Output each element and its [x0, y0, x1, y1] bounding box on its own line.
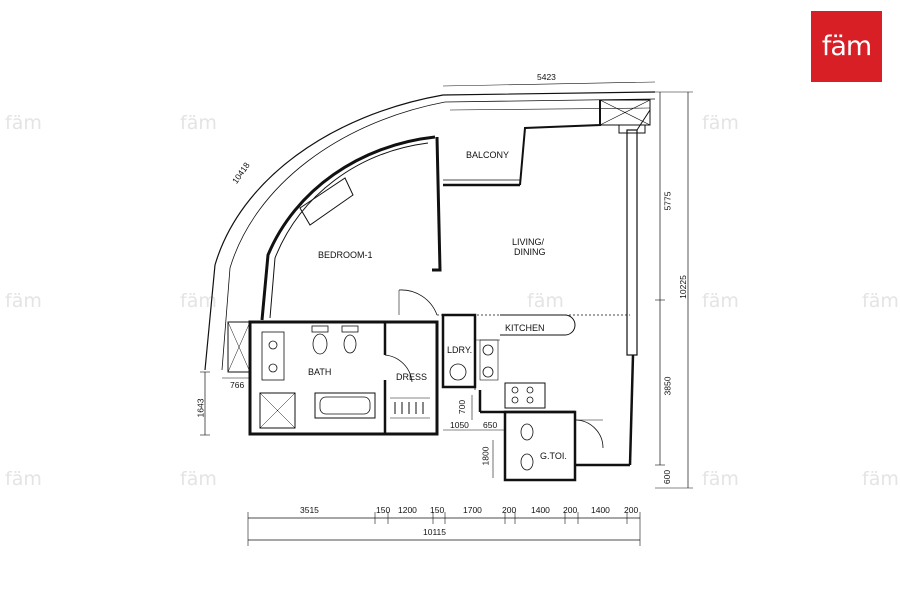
- dimension-650: 650: [483, 420, 498, 430]
- watermark: fäm: [5, 468, 42, 490]
- dimension-bottom-segment: 150: [376, 505, 391, 515]
- dimension-bottom-segment: 150: [430, 505, 445, 515]
- dimension-right-lower: 600: [662, 469, 673, 485]
- room-label-bedroom: BEDROOM-1: [318, 250, 373, 260]
- watermark: fäm: [702, 468, 739, 490]
- room-label-dining: DINING: [514, 247, 546, 257]
- dimension-1050: 1050: [450, 420, 469, 430]
- watermark: fäm: [527, 290, 564, 312]
- room-label-balcony: BALCONY: [466, 150, 510, 160]
- room-label-guest-toilet: G.TOI.: [540, 451, 567, 461]
- dimension-bottom-segment: 200: [563, 505, 578, 515]
- watermark: fäm: [702, 290, 739, 312]
- brand-logo-text: fäm: [821, 31, 872, 62]
- dimension-bottom-segment: 3515: [300, 505, 319, 515]
- brand-logo: fäm: [811, 11, 882, 82]
- watermark: fäm: [180, 112, 217, 134]
- room-label-kitchen: KITCHEN: [505, 323, 545, 333]
- dimension-bottom-segment: 200: [624, 505, 639, 515]
- watermark: fäm: [862, 468, 899, 490]
- dimension-top: 5423: [537, 72, 556, 82]
- dimension-right-mid: 3850: [662, 376, 673, 396]
- dimension-right-total: 10225: [677, 275, 688, 299]
- dimension-left-small: 766: [230, 380, 245, 390]
- dimension-1800: 1800: [480, 446, 491, 466]
- watermark: fäm: [180, 290, 217, 312]
- room-label-laundry: LDRY.: [447, 345, 473, 355]
- dimension-700: 700: [457, 399, 468, 415]
- dimension-bottom-segment: 1700: [463, 505, 482, 515]
- room-label-living: LIVING/: [512, 237, 545, 247]
- watermark: fäm: [5, 290, 42, 312]
- dimension-left-lower: 1643: [195, 398, 206, 418]
- watermark: fäm: [862, 290, 899, 312]
- watermark: fäm: [702, 112, 739, 134]
- watermark: fäm: [5, 112, 42, 134]
- dimension-bottom-segment: 1400: [531, 505, 550, 515]
- dimension-bottom-segment: 1400: [591, 505, 610, 515]
- room-label-dress: DRESS: [396, 372, 428, 382]
- room-label-bath: BATH: [308, 367, 332, 377]
- dimension-bottom-segment: 1200: [398, 505, 417, 515]
- dimension-right-upper: 5775: [662, 191, 673, 211]
- dimension-bottom-total: 10115: [423, 527, 447, 537]
- watermark: fäm: [180, 468, 217, 490]
- dimension-bottom-segment: 200: [502, 505, 517, 515]
